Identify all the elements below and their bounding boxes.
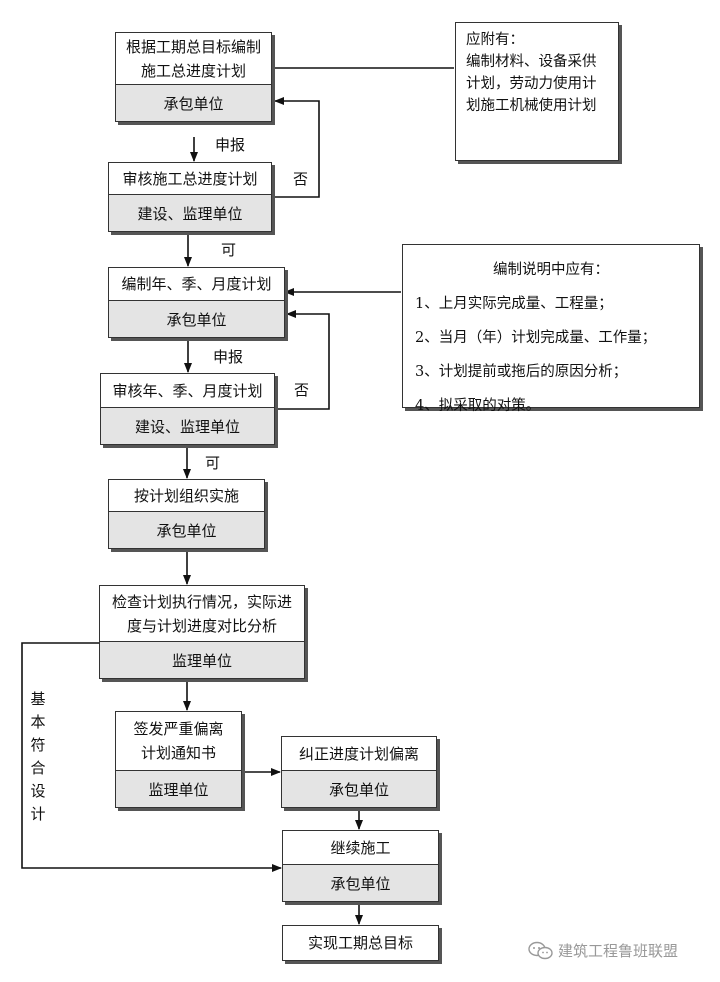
step-title: 签发严重偏离计划通知书 bbox=[133, 720, 224, 762]
note-attachments: 应附有： 编制材料、设备采供计划，劳动力使用计划施工机械使用计划 bbox=[455, 22, 619, 161]
note-description-requirements: 编制说明中应有： 1、上月实际完成量、工程量； 2、当月（年）计划完成量、工作量… bbox=[402, 244, 700, 414]
step-party: 承包单位 bbox=[282, 770, 436, 807]
step-compile-periodic-plan: 编制年、季、月度计划 承包单位 bbox=[108, 267, 285, 338]
step-title: 检查计划执行情况，实际进度与计划进度对比分析 bbox=[111, 592, 292, 635]
note-item: 2、当月（年）计划完成量、工作量； bbox=[415, 330, 657, 346]
step-title: 按计划组织实施 bbox=[133, 486, 239, 505]
step-party: 承包单位 bbox=[109, 300, 284, 337]
watermark: 建筑工程鲁班联盟 bbox=[528, 940, 678, 961]
label-report: 申报 bbox=[215, 136, 246, 154]
note-item: 1、上月实际完成量、工程量； bbox=[415, 296, 613, 312]
label-approve: 可 bbox=[205, 454, 221, 472]
step-title: 审核施工总进度计划 bbox=[122, 169, 258, 188]
note-item: 4、拟采取的对策。 bbox=[415, 398, 541, 414]
step-party: 监理单位 bbox=[100, 641, 304, 678]
watermark-text: 建筑工程鲁班联盟 bbox=[558, 942, 679, 960]
step-party: 建设、监理单位 bbox=[101, 407, 274, 444]
step-title: 编制年、季、月度计划 bbox=[121, 275, 272, 293]
step-compile-master-schedule: 根据工期总目标编制施工总进度计划 承包单位 bbox=[115, 32, 272, 122]
step-party: 监理单位 bbox=[116, 770, 241, 807]
label-approve: 可 bbox=[221, 241, 237, 259]
label-reject: 否 bbox=[293, 170, 309, 188]
step-issue-deviation-notice: 签发严重偏离计划通知书 监理单位 bbox=[115, 711, 242, 808]
step-title: 纠正进度计划偏离 bbox=[298, 744, 419, 763]
label-report: 申报 bbox=[213, 348, 244, 366]
step-title: 继续施工 bbox=[330, 838, 391, 857]
step-review-periodic-plan: 审核年、季、月度计划 建设、监理单位 bbox=[100, 373, 275, 445]
step-party: 承包单位 bbox=[283, 864, 438, 901]
step-implement-plan: 按计划组织实施 承包单位 bbox=[108, 479, 265, 549]
step-party: 承包单位 bbox=[109, 511, 264, 548]
wechat-icon bbox=[528, 941, 553, 959]
step-check-progress: 检查计划执行情况，实际进度与计划进度对比分析 监理单位 bbox=[99, 585, 305, 679]
step-correct-deviation: 纠正进度计划偏离 承包单位 bbox=[281, 736, 437, 808]
note-title: 应附有： bbox=[466, 32, 524, 48]
note-item: 3、计划提前或拖后的原因分析； bbox=[415, 364, 628, 380]
label-reject: 否 bbox=[294, 381, 310, 399]
step-title: 根据工期总目标编制施工总进度计划 bbox=[125, 37, 261, 80]
step-party: 承包单位 bbox=[116, 84, 271, 121]
step-party: 建设、监理单位 bbox=[109, 194, 271, 231]
step-title: 审核年、季、月度计划 bbox=[112, 381, 263, 400]
note-body: 编制材料、设备采供计划，劳动力使用计划施工机械使用计划 bbox=[466, 54, 597, 114]
step-achieve-target: 实现工期总目标 bbox=[282, 925, 439, 961]
step-title: 实现工期总目标 bbox=[307, 934, 413, 952]
step-continue-construction: 继续施工 承包单位 bbox=[282, 830, 439, 902]
note-title: 编制说明中应有： bbox=[493, 262, 609, 278]
step-review-master-schedule: 审核施工总进度计划 建设、监理单位 bbox=[108, 162, 272, 232]
label-basic-match: 基本符合设计 bbox=[30, 690, 46, 823]
